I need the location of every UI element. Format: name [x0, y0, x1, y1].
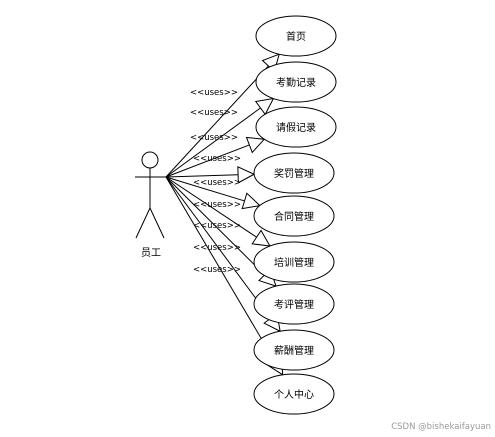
uses-label: <<uses>>	[193, 200, 241, 210]
uses-label: <<uses>>	[193, 243, 241, 253]
uses-label: <<uses>>	[193, 154, 241, 164]
uses-label: <<uses>>	[190, 88, 238, 98]
use-case-label: 合同管理	[274, 210, 314, 223]
association-line	[165, 65, 269, 178]
use-case-label: 首页	[286, 30, 306, 43]
arrowhead	[241, 192, 261, 210]
association-line	[165, 144, 250, 178]
use-case-ellipse	[253, 152, 335, 194]
arrowhead	[251, 229, 271, 247]
actor-left-leg	[135, 207, 151, 239]
association-line	[165, 107, 261, 178]
use-case-label: 培训管理	[274, 256, 314, 269]
association-line	[165, 176, 272, 319]
uses-label: <<uses>>	[190, 108, 238, 118]
arrowhead	[245, 136, 266, 154]
watermark: CSDN @bishekaifayuan	[391, 422, 491, 432]
use-case-label: 考勤记录	[276, 76, 316, 89]
association-line	[165, 174, 239, 178]
use-case-ellipse	[253, 373, 335, 415]
uses-label: <<uses>>	[193, 178, 241, 188]
use-case-label: 奖罚管理	[274, 167, 314, 180]
association-line	[165, 176, 245, 202]
uses-label: <<uses>>	[193, 221, 241, 231]
use-case-label: 薪酬管理	[274, 344, 314, 357]
actor-label: 员工	[141, 247, 161, 259]
use-case-ellipse	[253, 283, 335, 325]
association-line	[165, 176, 275, 362]
actor	[135, 151, 166, 239]
actor-head	[141, 151, 159, 169]
use-case-label: 考评管理	[274, 298, 314, 311]
arrowhead	[237, 165, 256, 184]
use-case-ellipse	[255, 106, 337, 148]
use-case-ellipse	[255, 61, 337, 103]
use-case-ellipse	[253, 329, 335, 371]
association-line	[165, 176, 265, 276]
arrowhead	[254, 97, 275, 116]
use-case-ellipse	[253, 195, 335, 237]
use-case-ellipse	[255, 15, 337, 57]
uses-label: <<uses>>	[193, 265, 241, 275]
uses-label: <<uses>>	[190, 133, 238, 143]
uses-labels: <<uses>> <<uses>> <<uses>> <<uses>> <<uses>>…	[190, 88, 241, 275]
use-case-ellipse	[253, 241, 335, 283]
use-case-label: 个人中心	[274, 388, 314, 401]
actor-right-leg	[149, 207, 165, 239]
association-line	[165, 176, 257, 238]
use-case-label: 请假记录	[276, 121, 316, 134]
